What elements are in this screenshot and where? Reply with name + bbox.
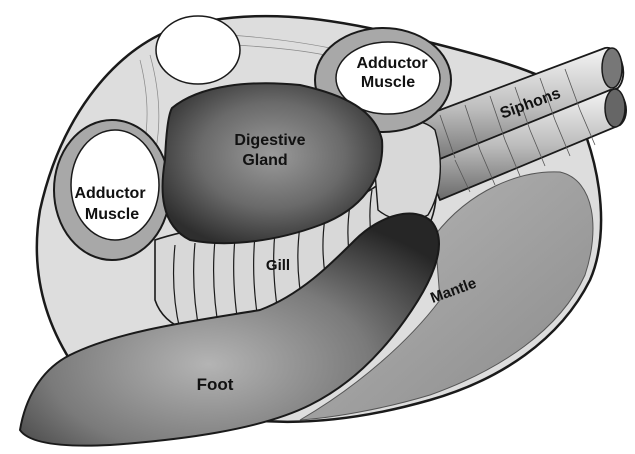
label-foot: Foot (197, 375, 234, 394)
shell-opening (156, 16, 240, 84)
label-adductor-left-line2: Muscle (85, 206, 139, 223)
label-adductor-left-line1: Adductor (74, 185, 145, 202)
label-digestive-line1: Digestive (234, 132, 305, 149)
label-adductor-top-line2: Muscle (361, 74, 415, 91)
label-digestive-line2: Gland (242, 152, 287, 169)
label-gill: Gill (266, 257, 290, 274)
siphon-bands (372, 121, 440, 221)
label-adductor-top-line1: Adductor (356, 55, 427, 72)
